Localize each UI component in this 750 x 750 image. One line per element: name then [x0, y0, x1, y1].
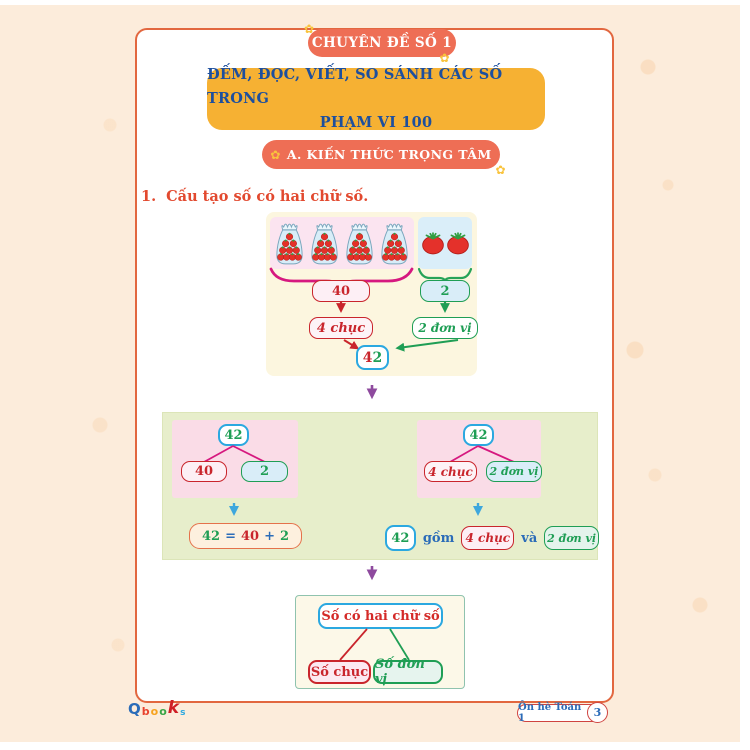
tens-value-box: 40 — [312, 280, 370, 302]
page-number-badge: 3 — [587, 702, 608, 723]
tomato-icon — [421, 232, 444, 255]
sentence-units: 2 đơn vị — [547, 531, 597, 545]
flower-icon: ✿ — [495, 163, 506, 177]
logo-letter: b — [141, 705, 150, 718]
lesson-heading: 1. Cấu tạo số có hai chữ số. — [141, 188, 368, 205]
equation-box: 42 = 40 + 2 — [189, 523, 302, 549]
right-tree-root-box: 42 — [463, 424, 494, 446]
result-tens-digit: 4 — [362, 349, 373, 366]
units-label: 2 đơn vị — [418, 321, 472, 335]
right-tree-tens-box: 4 chục — [424, 461, 477, 482]
book-title: Ôn hè Toán 1 — [518, 702, 582, 724]
left-tree-root-box: 42 — [218, 424, 249, 446]
left-tree-tens: 40 — [194, 464, 214, 479]
right-tree-units: 2 đơn vị — [489, 465, 539, 478]
two-digit-number-label: Số có hai chữ số — [321, 608, 440, 624]
down-arrow-icon — [440, 302, 450, 313]
right-tree-root: 42 — [469, 427, 488, 443]
logo-letter: o — [159, 705, 167, 718]
equation-result: 42 — [201, 528, 221, 544]
flower-icon: ✿ — [270, 147, 281, 162]
flower-icon: ✿ — [304, 22, 315, 36]
diagonal-arrow-icon — [343, 339, 360, 350]
section-badge: ✿ A. KIẾN THỨC TRỌNG TÂM ✿ — [262, 140, 506, 176]
word-gom: gồm — [422, 530, 455, 546]
tens-digit-label: Số chục — [310, 664, 369, 680]
down-arrow-icon — [228, 503, 240, 517]
loose-tomatoes-group — [418, 217, 472, 269]
page-number: 3 — [593, 706, 602, 719]
down-arrow-icon — [366, 385, 378, 400]
sentence-number-box: 42 — [385, 525, 416, 551]
logo-letter: o — [150, 705, 159, 718]
title-line2: PHẠM VI 100 — [319, 114, 433, 131]
units-label-box: 2 đơn vị — [412, 317, 478, 339]
tens-label-box: 4 chục — [309, 317, 373, 339]
logo-letter: s — [180, 708, 186, 718]
bag-of-tomatoes-icon — [343, 220, 376, 267]
bag-of-tomatoes-icon — [308, 220, 341, 267]
tens-label: 4 chục — [316, 320, 366, 336]
units-value: 2 — [440, 283, 450, 299]
down-arrow-icon — [336, 302, 346, 313]
book-title-pill: Ôn hè Toán 1 — [517, 702, 603, 724]
sentence-tens: 4 chục — [465, 531, 511, 545]
left-tree-units-box: 2 — [241, 461, 288, 482]
equation-units: 2 — [279, 528, 290, 544]
chapter-badge: ✿ CHUYÊN ĐỀ SỐ 1 ✿ — [304, 23, 456, 64]
down-arrow-icon — [366, 566, 378, 581]
tens-value: 40 — [331, 283, 351, 299]
lesson-heading-number: 1. — [141, 188, 157, 205]
sentence-tens-box: 4 chục — [461, 526, 515, 550]
bags-group — [270, 217, 414, 269]
bag-of-tomatoes-icon — [378, 220, 411, 267]
equals-sign: = — [225, 528, 236, 544]
lesson-heading-text: Cấu tạo số có hai chữ số. — [166, 188, 369, 205]
tens-digit-box: Số chục — [308, 660, 371, 684]
bag-of-tomatoes-icon — [273, 220, 306, 267]
right-tree-units-box: 2 đơn vị — [486, 461, 542, 482]
diagonal-arrow-icon — [395, 339, 459, 352]
logo-letter: k — [167, 698, 180, 718]
word-va: và — [521, 530, 538, 546]
equation-tens: 40 — [240, 528, 260, 544]
down-arrow-icon — [472, 503, 484, 517]
qbooks-logo: Q b o o k s — [128, 698, 185, 718]
right-tree-lines — [449, 445, 515, 463]
sentence-units-box: 2 đơn vị — [544, 526, 599, 550]
chapter-badge-label: CHUYÊN ĐỀ SỐ 1 — [311, 35, 453, 51]
result-units-digit: 2 — [372, 349, 383, 366]
left-tree-units: 2 — [259, 464, 270, 479]
sentence-row: 42 gồm 4 chục và 2 đơn vị — [385, 525, 599, 551]
units-digit-box: Số đơn vị — [373, 657, 443, 687]
classification-tree-lines — [339, 628, 410, 661]
sentence-number: 42 — [391, 530, 410, 546]
tomato-icon — [446, 232, 469, 255]
title-line1: ĐẾM, ĐỌC, VIẾT, SO SÁNH CÁC SỐ TRONG — [207, 66, 503, 107]
units-value-box: 2 — [420, 280, 470, 302]
left-tree-root: 42 — [224, 427, 243, 443]
right-tree-tens: 4 chục — [428, 464, 473, 479]
section-badge-label: A. KIẾN THỨC TRỌNG TÂM — [286, 147, 492, 162]
flower-icon: ✿ — [439, 51, 450, 65]
units-digit-label: Số đơn vị — [375, 657, 425, 687]
two-digit-number-box: Số có hai chữ số — [318, 603, 443, 629]
logo-letter: Q — [128, 700, 141, 718]
left-tree-tens-box: 40 — [181, 461, 227, 482]
plus-sign: + — [264, 528, 275, 544]
title-banner: ĐẾM, ĐỌC, VIẾT, SO SÁNH CÁC SỐ TRONG PHẠ… — [207, 66, 545, 131]
left-tree-lines — [203, 445, 266, 463]
